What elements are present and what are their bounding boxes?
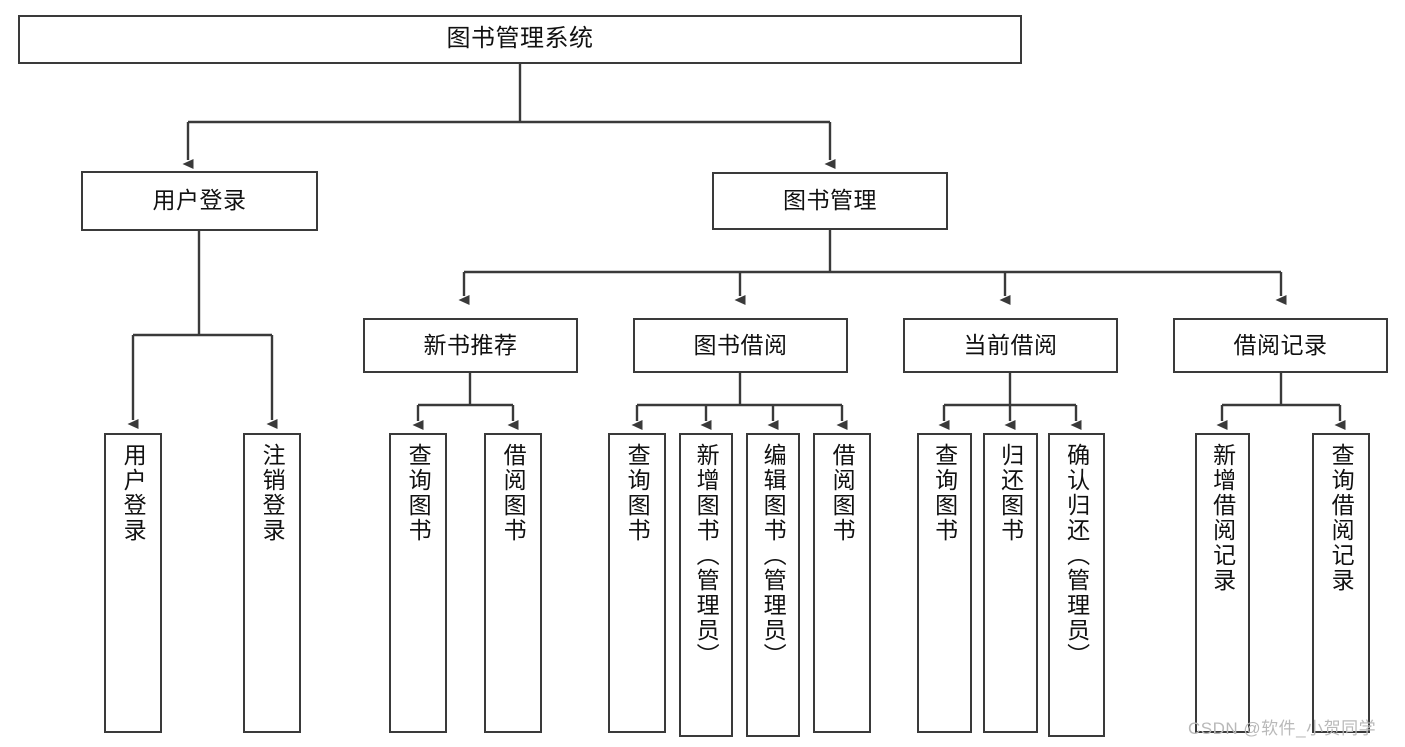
leaf-current-borrow-query-book[interactable]: 查询图书 [917, 433, 972, 733]
leaf-current-borrow-confirm-return-admin[interactable]: 确认归还（管理员） [1048, 433, 1105, 737]
leaf-new-book-borrow-book[interactable]: 借阅图书 [484, 433, 542, 733]
leaf-user-login-logout[interactable]: 注销登录 [243, 433, 301, 733]
leaf-borrow-record-add-record[interactable]: 新增借阅记录 [1195, 433, 1250, 733]
leaf-current-borrow-return-book[interactable]: 归还图书 [983, 433, 1038, 733]
leaf-user-login-login[interactable]: 用户登录 [104, 433, 162, 733]
csdn-watermark: CSDN @软件_小贺同学 [1188, 719, 1377, 738]
leaf-new-book-query-book[interactable]: 查询图书 [389, 433, 447, 733]
leaf-borrow-record-query-record[interactable]: 查询借阅记录 [1312, 433, 1370, 733]
leaf-book-borrow-edit-book-admin[interactable]: 编辑图书（管理员） [746, 433, 800, 737]
leaf-book-borrow-query-book[interactable]: 查询图书 [608, 433, 666, 733]
node-borrow-record[interactable]: 借阅记录 [1173, 318, 1388, 373]
node-book-management[interactable]: 图书管理 [712, 172, 948, 230]
node-root-book-management-system[interactable]: 图书管理系统 [18, 15, 1022, 64]
node-user-login[interactable]: 用户登录 [81, 171, 318, 231]
leaf-book-borrow-borrow-book[interactable]: 借阅图书 [813, 433, 871, 733]
leaf-book-borrow-add-book-admin[interactable]: 新增图书（管理员） [679, 433, 733, 737]
node-book-borrow[interactable]: 图书借阅 [633, 318, 848, 373]
node-new-book-recommend[interactable]: 新书推荐 [363, 318, 578, 373]
node-current-borrow[interactable]: 当前借阅 [903, 318, 1118, 373]
